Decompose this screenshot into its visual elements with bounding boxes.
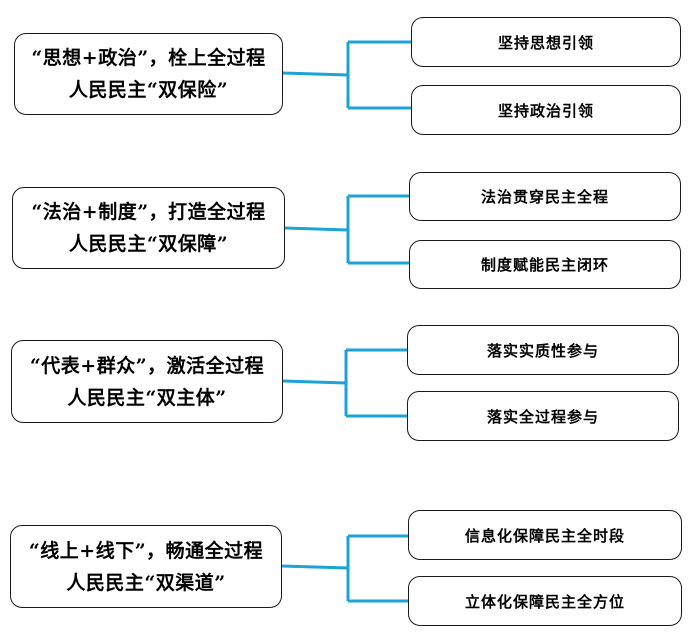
group-4-item-1-box: 信息化保障民主全时段 xyxy=(408,510,682,560)
group-3-title-box: “代表+群众”，激活全过程 人民民主“双主体” xyxy=(11,340,283,423)
group-2-item-2-label: 制度赋能民主闭环 xyxy=(480,256,609,274)
group-1-item-1-box: 坚持思想引领 xyxy=(411,17,681,67)
group-1-item-2-box: 坚持政治引领 xyxy=(411,85,681,135)
group-2-title-line1: “法治+制度”，打造全过程 xyxy=(31,201,266,223)
group-4-item-1-label: 信息化保障民主全时段 xyxy=(464,526,625,545)
group-1-title-box: “思想+政治”，栓上全过程 人民民主“双保险” xyxy=(14,33,283,115)
group-3-item-2-box: 落实全过程参与 xyxy=(407,391,679,441)
group-4-item-2-label: 立体化保障民主全方位 xyxy=(464,592,625,611)
group-2-title-box: “法治+制度”，打造全过程 人民民主“双保障” xyxy=(12,187,285,269)
connector-group-1 xyxy=(282,40,411,110)
group-1-title-line2: 人民民主“双保险” xyxy=(68,79,229,101)
group-2-item-1-box: 法治贯穿民主全程 xyxy=(409,172,681,221)
group-3-item-2-label: 落实全过程参与 xyxy=(486,407,599,426)
group-1-item-2-label: 坚持政治引领 xyxy=(497,101,594,120)
group-2-item-2-box: 制度赋能民主闭环 xyxy=(409,240,681,289)
group-3-title-line2: 人民民主“双主体” xyxy=(67,386,227,409)
connector-group-4 xyxy=(281,534,408,603)
group-3-item-1-label: 落实实质性参与 xyxy=(486,341,599,360)
group-2-title-line2: 人民民主“双保障” xyxy=(68,233,229,255)
group-4-item-2-box: 立体化保障民主全方位 xyxy=(408,576,682,626)
connector-group-3 xyxy=(282,348,407,418)
group-1-item-1-label: 坚持思想引领 xyxy=(497,33,594,52)
group-4-title-box: “线上+线下”，畅通全过程 人民民主“双渠道” xyxy=(10,525,282,608)
group-2-item-1-label: 法治贯穿民主全程 xyxy=(480,188,609,206)
connector-group-2 xyxy=(284,194,409,265)
group-3-item-1-box: 落实实质性参与 xyxy=(407,325,679,375)
group-3-title-line1: “代表+群众”，激活全过程 xyxy=(29,354,265,377)
group-4-title-line1: “线上+线下”，畅通全过程 xyxy=(28,539,264,562)
group-4-title-line2: 人民民主“双渠道” xyxy=(66,571,226,594)
group-1-title-line1: “思想+政治”，栓上全过程 xyxy=(31,47,266,69)
